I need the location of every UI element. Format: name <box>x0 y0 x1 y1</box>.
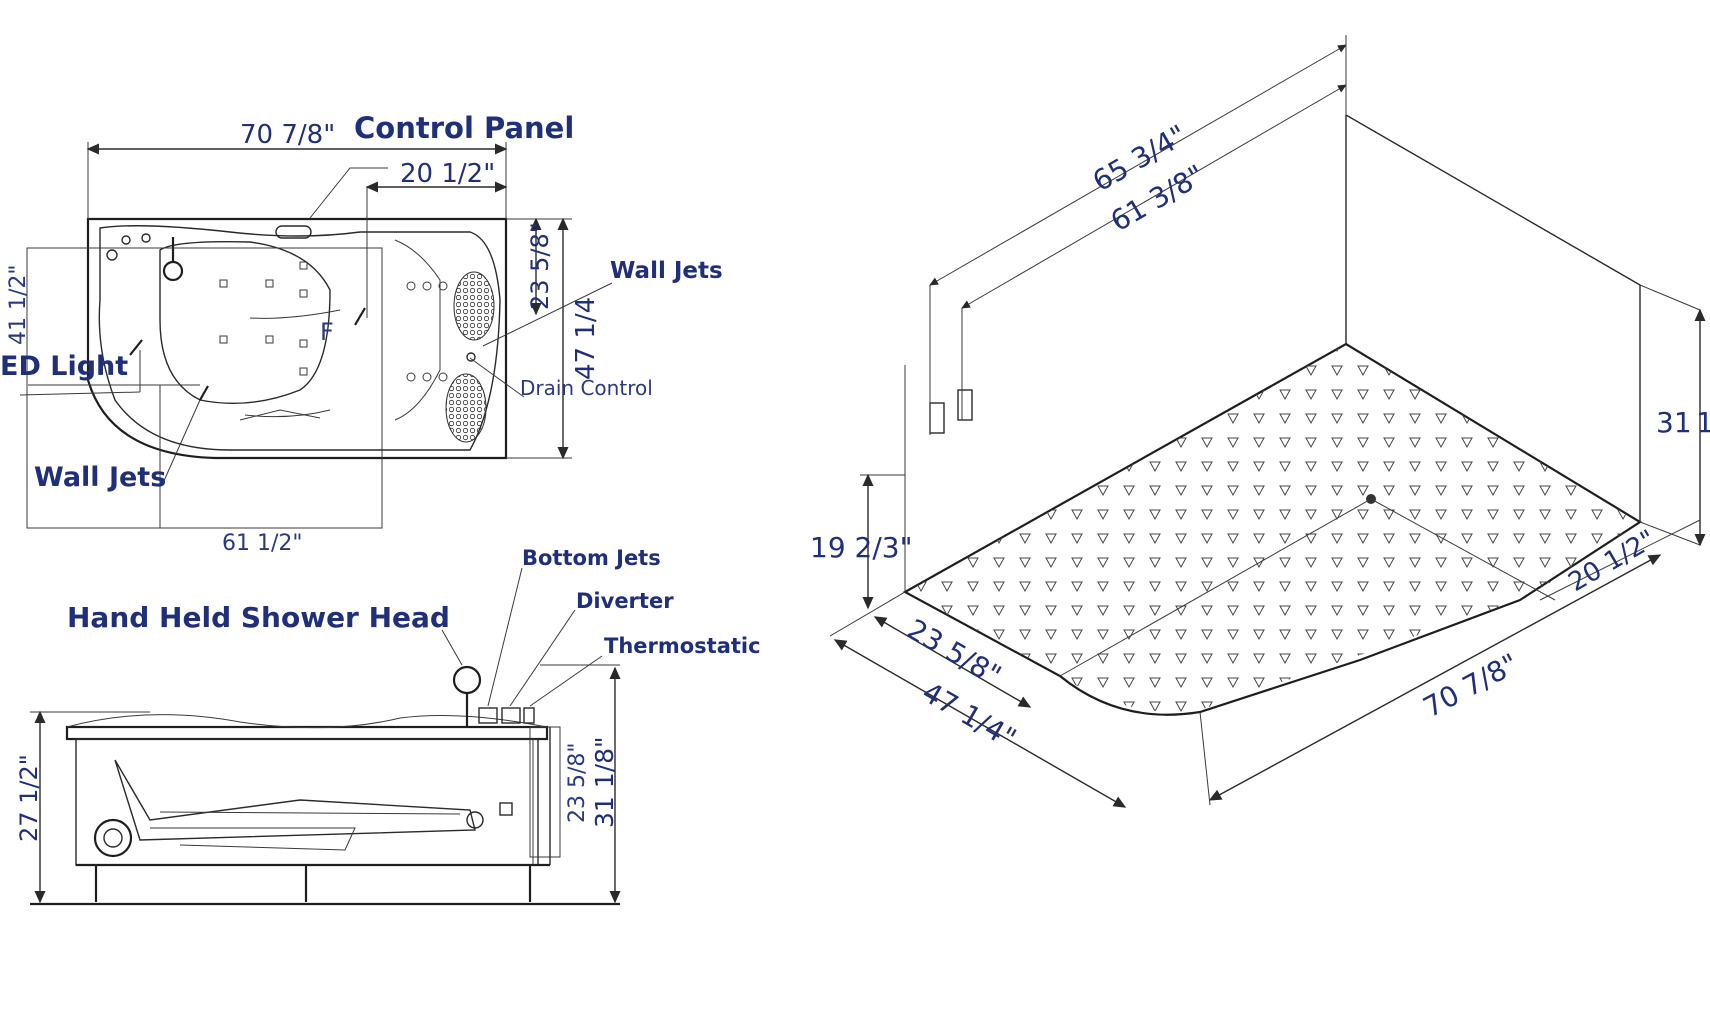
dim-height-left: 27 1/2" <box>15 754 43 842</box>
dim-wall-height: 31 <box>1656 406 1692 439</box>
dim-depth-small: 23 5/8" <box>526 222 554 310</box>
pump-motor-icon <box>93 818 133 858</box>
dim-height-total: 31 1/8" <box>590 737 619 829</box>
label-wall-jets-right: Wall Jets <box>610 258 723 284</box>
label-led-light: ED Light <box>0 351 128 382</box>
headrest-pillow <box>453 271 495 341</box>
dim-inner-depth: 41 1/2" <box>6 264 31 345</box>
dim-inner-width: 61 1/2" <box>222 531 303 556</box>
iso-view: 65 3/4" 61 3/8" 31 1 19 2/3" 20 1/2" 23 … <box>810 35 1710 808</box>
svg-text:F: F <box>320 318 334 346</box>
faucet-knob-icon <box>162 260 184 282</box>
side-view: 27 1/2" 23 5/8" 31 1/8" Hand Held Shower… <box>15 546 761 906</box>
headrest-pillow <box>445 373 487 443</box>
dim-depth-total: 47 1/4 <box>571 297 601 380</box>
label-hand-shower: Hand Held Shower Head <box>67 601 450 634</box>
dim-wall-height-cut: 1 <box>1696 406 1710 439</box>
iso-faucet-icon <box>929 402 945 434</box>
hand-shower-head-icon <box>452 665 482 695</box>
tub-outline-top <box>86 217 508 460</box>
label-control-panel: Control Panel <box>354 111 574 145</box>
dim-width-top: 70 7/8" <box>240 120 335 150</box>
label-drain-control: Drain Control <box>520 376 653 400</box>
dim-panel-offset: 20 1/2" <box>400 159 495 189</box>
label-wall-jets-left: Wall Jets <box>34 462 166 493</box>
dim-front-total: 47 1/4" <box>917 675 1022 755</box>
tub-legs <box>30 865 620 906</box>
dim-left-height: 19 2/3" <box>810 531 912 564</box>
label-thermostatic: Thermostatic <box>604 634 761 658</box>
tub-inner-basin <box>98 225 501 451</box>
tub-rim-side <box>65 725 549 741</box>
seat-contour <box>159 240 331 405</box>
label-diverter: Diverter <box>576 589 674 613</box>
jets-top <box>219 261 448 382</box>
label-bottom-jets: Bottom Jets <box>522 546 661 570</box>
top-view: F 70 7/8" Control Panel 20 1/2" 23 5/8" … <box>0 111 723 556</box>
dim-height-inner: 23 5/8" <box>565 742 590 823</box>
